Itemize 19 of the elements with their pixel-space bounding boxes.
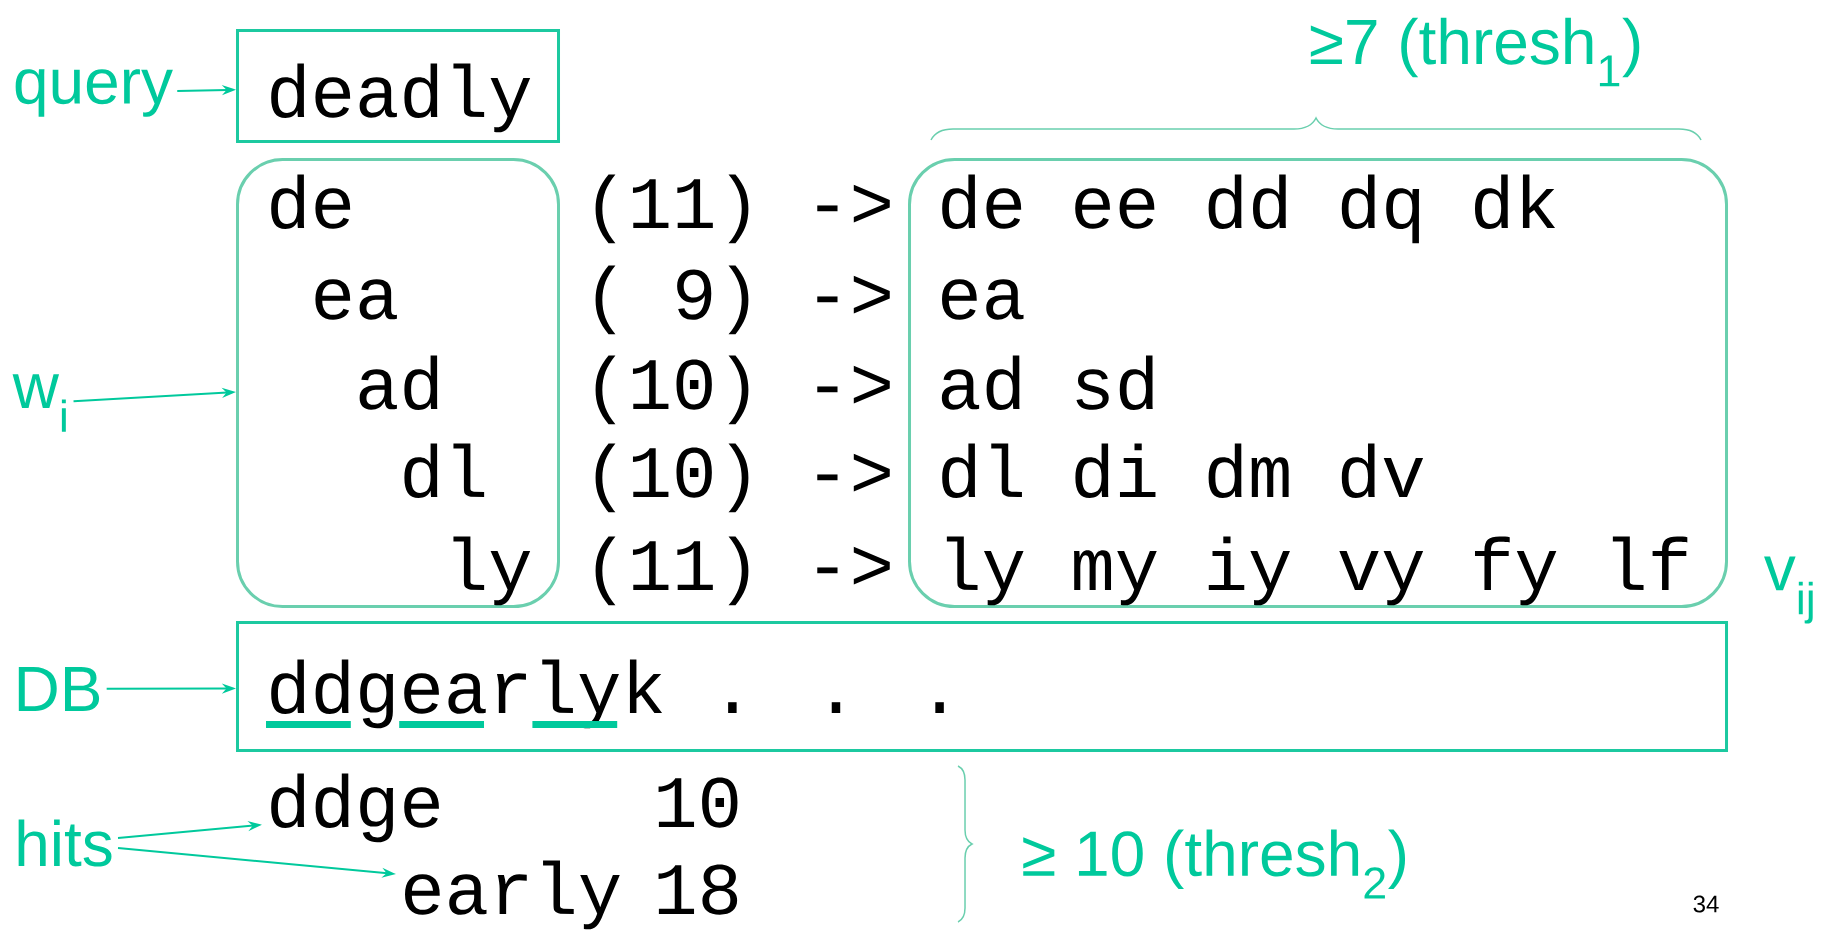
variable-label: w$_{i}$: [12, 374, 66, 432]
score-label: ( 9) ->: [595, 265, 890, 335]
hit-row: early 18: [405, 860, 738, 930]
neighborhood-box: de ee dd dq dk ea ad sd dl di dm dv ly my iy vy fy lf: [908, 158, 1728, 608]
threshold-label: ≥7 (thresh$_{1}$): [1310, 17, 1640, 87]
score-label: (11) ->: [595, 536, 890, 606]
variable-label: v$_{ij}$: [1764, 556, 1813, 624]
hits-label: hits: [18, 819, 112, 867]
hit-row: ddge 10: [271, 773, 738, 843]
query-label: query: [15, 69, 173, 117]
database-box: ddgearlyk . . .: [236, 621, 1728, 752]
score-label: (11) ->: [595, 174, 890, 244]
page-number: 34: [1693, 895, 1719, 913]
database-label: DB: [18, 667, 100, 712]
score-label: (10) ->: [595, 443, 890, 513]
score-label: (10) ->: [595, 355, 890, 425]
query-box: deadly: [236, 29, 560, 143]
threshold-label: ≥ 10 (thresh$_{2}$): [1023, 829, 1406, 899]
word-list-box: de ea ad dl ly: [236, 158, 560, 608]
